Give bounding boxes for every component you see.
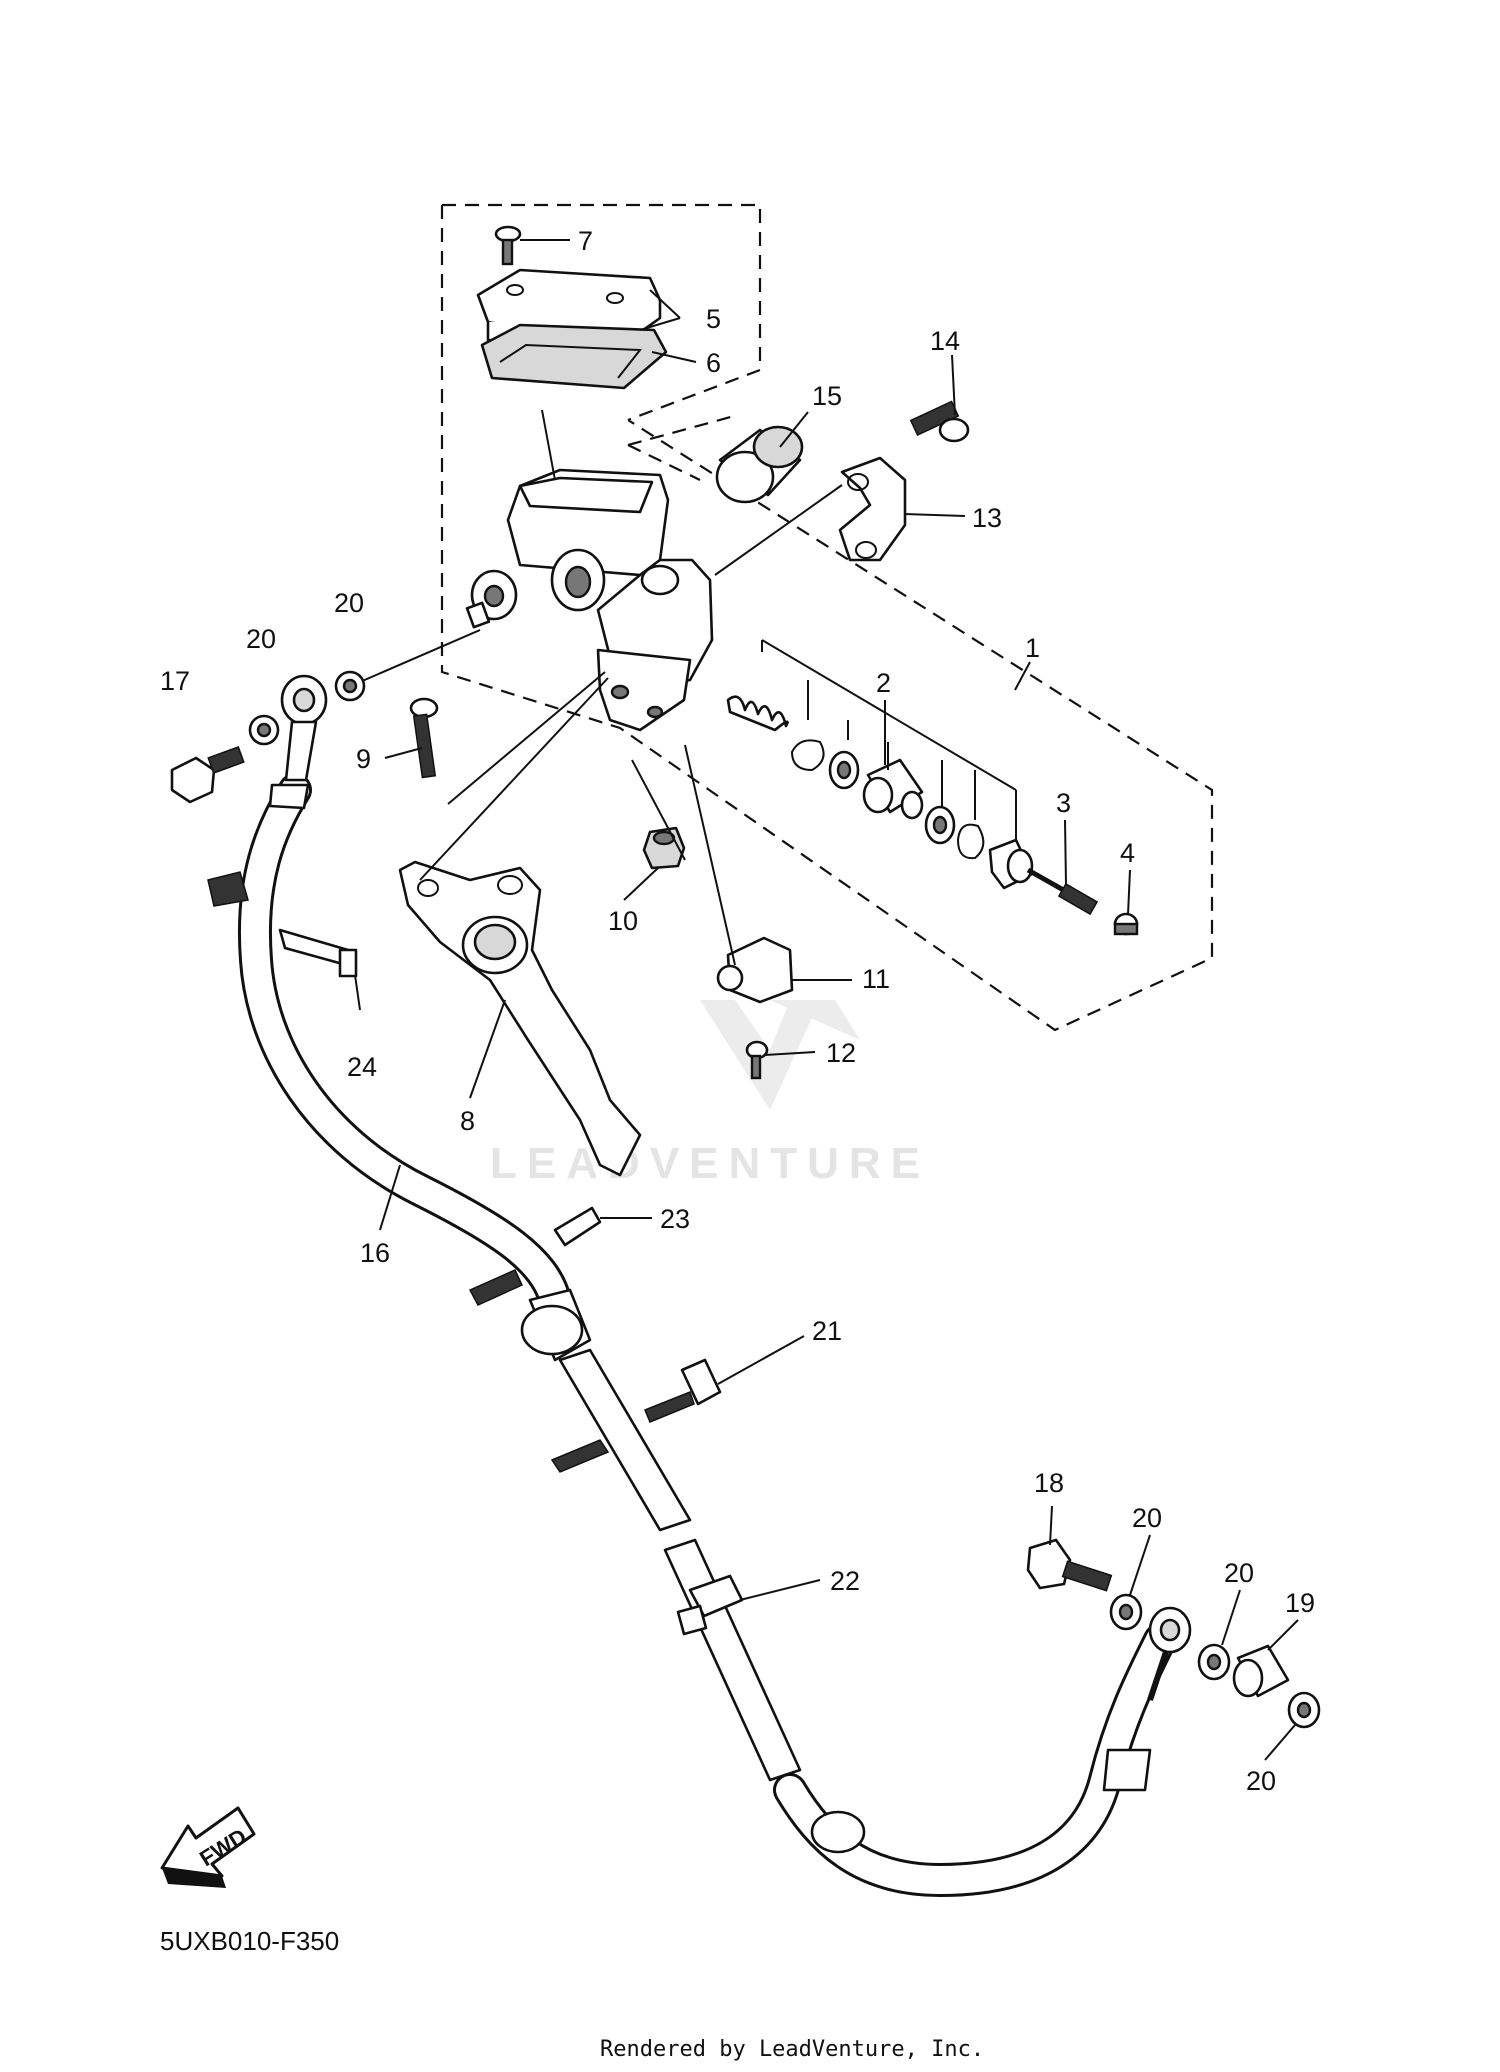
part-14-bolt — [909, 400, 970, 443]
part-7-screw — [494, 225, 522, 266]
callout-6: 6 — [706, 348, 721, 378]
callout-17: 17 — [160, 666, 190, 696]
part-20-washer-left — [248, 714, 280, 746]
part-18-banjo-bolt — [1026, 1538, 1113, 1592]
callout-19: 19 — [1285, 1588, 1315, 1618]
part-spring — [726, 695, 789, 732]
hose-joint — [520, 1288, 592, 1362]
part-20-washer-lower-3 — [1287, 1691, 1321, 1729]
callout-15: 15 — [812, 381, 842, 411]
diagram-code: 5UXB010-F350 — [160, 1926, 339, 1956]
part-circlip — [790, 739, 825, 772]
render-footer: Rendered by LeadVenture, Inc. — [600, 2037, 984, 2062]
callout-8: 8 — [460, 1106, 475, 1136]
part-9-pivot-bolt — [409, 697, 439, 779]
part-19-spacer — [1232, 1644, 1290, 1698]
callout-14: 14 — [930, 326, 960, 356]
part-17-banjo-bolt — [170, 746, 245, 804]
callout-1: 1 — [1025, 633, 1040, 663]
part-hose-lower-curve-inner — [776, 1626, 1174, 1894]
lower-hose-end-fitting — [810, 1606, 1192, 1854]
callout-20-lower-2: 20 — [1224, 1558, 1254, 1588]
master-cylinder-body — [465, 468, 714, 732]
callout-18: 18 — [1034, 1468, 1064, 1498]
part-hose-rigid-section — [558, 1348, 692, 1532]
callout-3: 3 — [1056, 788, 1071, 818]
leader-clamp — [714, 484, 843, 576]
callout-24: 24 — [347, 1052, 377, 1082]
part-boot — [988, 838, 1034, 890]
part-3-pushrod — [1026, 867, 1099, 916]
callout-21: 21 — [812, 1316, 842, 1346]
callout-12: 12 — [826, 1038, 856, 1068]
part-washer — [828, 750, 860, 790]
assembly-boundary-reservoir — [440, 203, 1214, 1032]
part-snap-ring — [956, 823, 985, 860]
callout-leaders — [354, 239, 1299, 1761]
callout-5: 5 — [706, 304, 721, 334]
callout-20-lower-1: 20 — [1132, 1503, 1162, 1533]
callout-2: 2 — [876, 668, 891, 698]
part-12-screw — [745, 1040, 769, 1080]
callout-20-left: 20 — [246, 624, 276, 654]
part-23-cable-tie — [468, 1206, 602, 1306]
callout-20-top: 20 — [334, 588, 364, 618]
part-13-clamp — [838, 456, 907, 562]
part-8-lever — [398, 860, 642, 1177]
callout-9: 9 — [356, 744, 371, 774]
callout-11: 11 — [862, 964, 890, 994]
callout-22: 22 — [830, 1566, 860, 1596]
callout-20-lower-3: 20 — [1246, 1766, 1276, 1796]
kit-bracket-lines — [761, 639, 1017, 840]
watermark: LEADVENTURE — [490, 1000, 930, 1188]
fwd-direction-icon: FWD — [160, 1806, 256, 1888]
callout-10: 10 — [608, 906, 638, 936]
leader-cap-to-body — [541, 409, 556, 481]
callout-13: 13 — [972, 503, 1002, 533]
part-6-diaphragm — [480, 323, 668, 390]
part-22-hose-clamp — [676, 1574, 744, 1636]
banjo-fitting-top — [268, 674, 328, 810]
part-20-washer-lower-1 — [1109, 1593, 1143, 1631]
part-2-piston — [862, 758, 924, 820]
part-16-hose-inner — [240, 776, 569, 1314]
callout-16: 16 — [360, 1238, 390, 1268]
callout-4: 4 — [1120, 838, 1135, 868]
part-11-switch — [716, 936, 794, 1004]
part-cup-seal — [924, 805, 956, 845]
watermark-text: LEADVENTURE — [490, 1139, 930, 1188]
part-20-washer-top — [334, 670, 366, 702]
callout-7: 7 — [578, 226, 593, 256]
callout-23: 23 — [660, 1204, 690, 1234]
part-4-nut — [1113, 912, 1139, 936]
assembly-connector-leaders — [359, 629, 736, 966]
part-21-cable-tie — [550, 1358, 722, 1473]
part-24-cable-tie — [207, 871, 358, 978]
part-hose-lower-section — [663, 1538, 802, 1782]
part-20-washer-lower-2 — [1197, 1643, 1231, 1681]
part-15-sleeve — [715, 425, 804, 504]
assembly-boundary-clamp — [627, 413, 739, 481]
